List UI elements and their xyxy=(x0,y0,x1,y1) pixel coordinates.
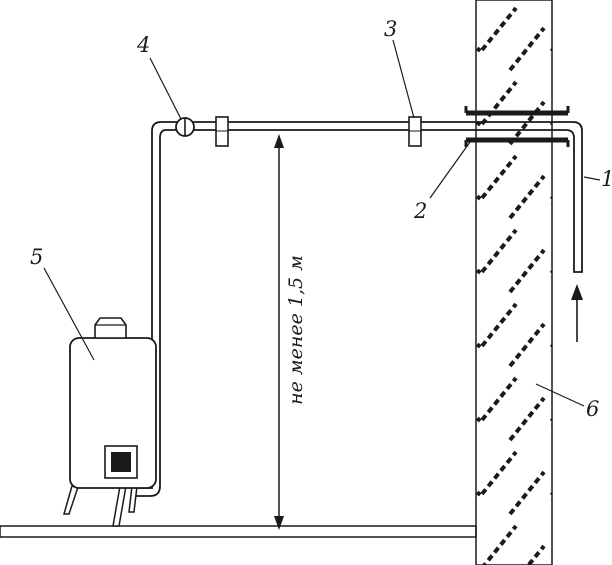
wall xyxy=(475,0,553,565)
height-dimension-label: не менее 1,5 м xyxy=(285,255,307,405)
shutoff-valve xyxy=(175,117,195,137)
pipe-clamp-right xyxy=(408,116,422,147)
label-4: 4 xyxy=(136,33,150,57)
heater-inspection-window xyxy=(111,452,131,472)
water-heater xyxy=(63,317,157,527)
label-2: 2 xyxy=(413,199,427,223)
label-5: 5 xyxy=(30,245,43,269)
floor xyxy=(0,525,477,538)
leader-lines xyxy=(43,39,601,407)
label-3: 3 xyxy=(384,17,397,41)
height-dimension-arrow xyxy=(274,134,284,530)
pipe-clamp-left xyxy=(215,116,229,147)
gas-flow-arrow xyxy=(571,284,583,342)
label-6: 6 xyxy=(586,397,599,421)
wall-sleeve xyxy=(464,106,570,147)
label-1: 1 xyxy=(601,167,612,191)
gas-pipe xyxy=(131,121,583,497)
